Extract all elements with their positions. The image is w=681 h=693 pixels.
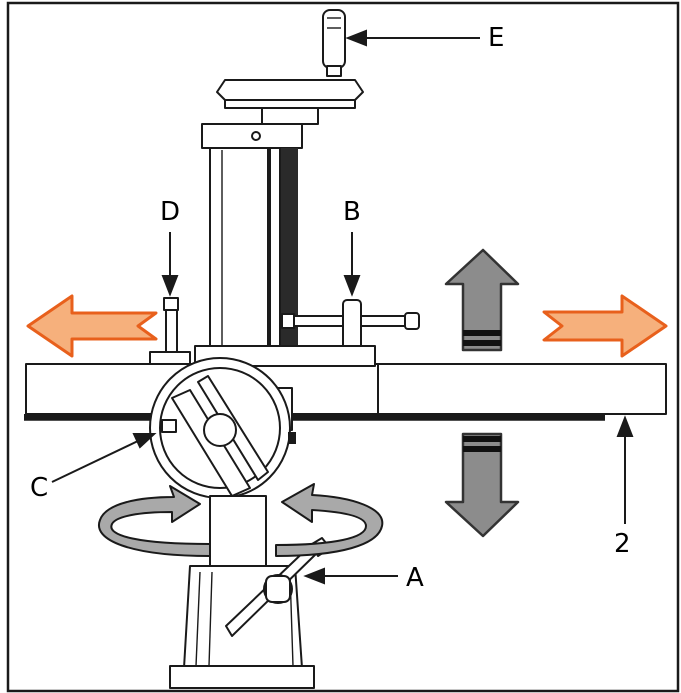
rotate-arrow-left-icon xyxy=(97,485,211,557)
label-b: B xyxy=(343,197,361,227)
label-d: D xyxy=(160,197,180,227)
leadscrew xyxy=(280,148,298,348)
label-e: E xyxy=(488,23,504,53)
handwheel-c xyxy=(149,357,296,499)
top-handwheel xyxy=(216,9,364,125)
label-2: 2 xyxy=(614,529,631,559)
arrow-down-icon xyxy=(444,432,520,538)
rotate-arrow-right-icon xyxy=(275,483,384,557)
callout-arrows xyxy=(51,29,634,585)
arrow-right-icon xyxy=(542,294,668,358)
lever-a xyxy=(225,537,331,637)
clamp-d xyxy=(149,297,191,365)
column xyxy=(201,123,303,349)
horizontal-arm xyxy=(24,345,667,421)
diagram-frame xyxy=(6,1,680,693)
arrow-up-icon xyxy=(444,248,520,352)
label-a: A xyxy=(406,563,424,593)
clamp-b xyxy=(281,299,420,355)
arrow-left-icon xyxy=(26,294,158,358)
label-c: C xyxy=(30,473,48,503)
